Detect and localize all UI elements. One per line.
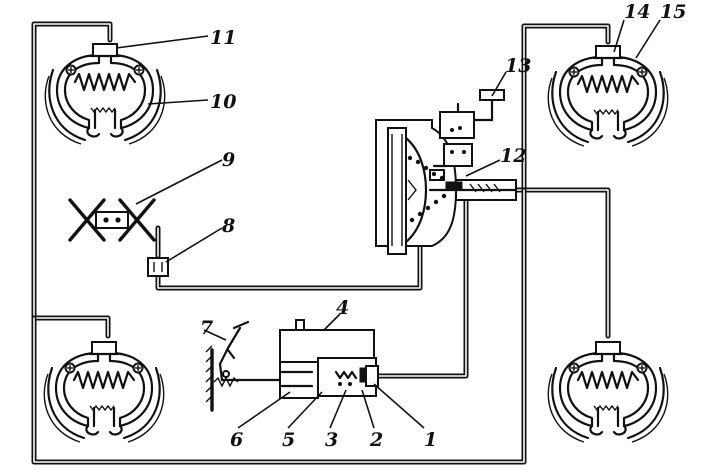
label-10: 10 [210,91,236,113]
pipe-tee [147,257,169,277]
brake-front-right [547,44,669,148]
brake-lines [31,21,611,465]
label-12: 12 [500,145,526,167]
label-2: 2 [369,429,383,451]
label-5: 5 [282,429,295,451]
label-15: 15 [660,1,686,23]
label-6: 6 [230,429,243,451]
label-14: 14 [624,1,650,23]
master-cylinder [279,319,379,399]
label-8: 8 [221,215,235,237]
label-13: 13 [505,55,531,77]
brake-rear-right [547,340,669,444]
brake-rear-left [43,340,165,444]
vacuum-booster [375,89,518,255]
brake-pedal [205,320,282,412]
callout-labels: 11 10 9 8 7 4 13 12 14 15 6 5 3 2 1 [200,1,686,451]
label-4: 4 [336,297,349,319]
label-3: 3 [325,429,338,451]
rear-axle-valve [68,198,156,242]
brake-front-left [44,42,166,146]
leader-lines [115,19,661,429]
label-9: 9 [222,149,235,171]
label-11: 11 [210,27,236,49]
booster-linkage [407,126,466,223]
label-7: 7 [200,317,213,339]
label-1: 1 [424,429,437,451]
